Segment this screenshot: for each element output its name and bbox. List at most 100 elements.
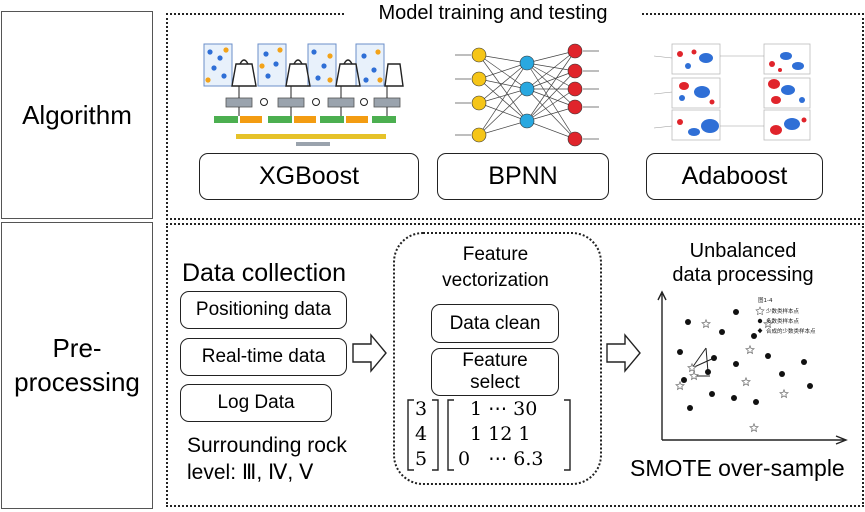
data-collection-title: Data collection bbox=[182, 259, 346, 287]
majority-sample-point bbox=[677, 349, 683, 355]
bpnn-edge bbox=[478, 78, 528, 90]
smote-scatter-plot: 图1-4 少数类样本点 多数类样本点 合成的少数类样本点 bbox=[657, 290, 848, 445]
bpnn-edge bbox=[526, 70, 576, 122]
preprocessing-section-box: Pre- processing bbox=[1, 222, 153, 509]
xgb-bags bbox=[231, 59, 404, 87]
star-marker-icon bbox=[755, 306, 765, 316]
majority-sample-point bbox=[731, 395, 737, 401]
arrow-right-icon bbox=[606, 333, 641, 373]
adaboost-box: Adaboost bbox=[646, 153, 823, 200]
bpnn-edge bbox=[478, 62, 528, 136]
positioning-data-label: Positioning data bbox=[195, 299, 332, 320]
synthesis-line bbox=[691, 347, 707, 369]
majority-sample-point bbox=[685, 319, 691, 325]
bpnn-hidden-node bbox=[519, 81, 535, 97]
bpnn-edge bbox=[478, 88, 528, 104]
preprocessing-label-line1: Pre- bbox=[52, 333, 102, 363]
minority-sample-point bbox=[763, 318, 773, 329]
majority-sample-point bbox=[807, 383, 813, 389]
surrounding-rock-line1: Surrounding rock bbox=[187, 434, 347, 457]
feature-matrix-row: 1 12 1 bbox=[470, 423, 531, 445]
bpnn-edge bbox=[526, 62, 576, 108]
preprocessing-label-line2: processing bbox=[14, 367, 140, 397]
bpnn-edge bbox=[478, 78, 528, 122]
bpnn-edge bbox=[526, 50, 576, 90]
minority-sample-point bbox=[779, 388, 789, 399]
feature-matrix-row: 0 ⋯ 6.3 bbox=[458, 448, 544, 470]
xgboost-illustration bbox=[203, 43, 404, 146]
minority-sample-point bbox=[741, 376, 751, 387]
majority-sample-point bbox=[719, 329, 725, 335]
bpnn-edge bbox=[526, 62, 576, 72]
bpnn-box: BPNN bbox=[437, 153, 609, 200]
feature-matrix-row: 1 ⋯ 30 bbox=[470, 398, 538, 420]
feature-vectorization-title-line2: vectorization bbox=[442, 270, 549, 291]
bpnn-hidden-node bbox=[519, 55, 535, 71]
data-clean-box: Data clean bbox=[431, 304, 559, 343]
majority-sample-point bbox=[711, 355, 717, 361]
bpnn-edge bbox=[478, 54, 528, 64]
realtime-data-label: Real-time data bbox=[201, 346, 326, 367]
label-vector-row: 3 bbox=[415, 398, 428, 420]
smote-legend-item: 少数类样本点 bbox=[766, 307, 800, 315]
bpnn-output-node bbox=[567, 63, 583, 79]
realtime-data-box: Real-time data bbox=[180, 338, 347, 376]
bpnn-edge bbox=[526, 88, 576, 122]
smote-label: SMOTE over-sample bbox=[630, 455, 845, 481]
feature-select-label-line1: Feature bbox=[462, 350, 528, 371]
preprocessing-box bbox=[166, 223, 864, 507]
smote-legend-item: 合成的少数类样本点 bbox=[766, 327, 816, 335]
bpnn-output-node bbox=[567, 131, 583, 147]
bpnn-edge bbox=[478, 62, 528, 80]
feature-select-box: Feature select bbox=[431, 348, 559, 396]
log-data-label: Log Data bbox=[217, 392, 295, 413]
majority-sample-point bbox=[779, 371, 785, 377]
bpnn-edge bbox=[478, 88, 528, 136]
bpnn-edge bbox=[526, 62, 576, 140]
majority-sample-point bbox=[751, 333, 757, 339]
positioning-data-box: Positioning data bbox=[180, 291, 347, 329]
xgb-sample-panels bbox=[203, 43, 385, 87]
arrow-right-icon bbox=[352, 333, 387, 373]
dot-marker-icon bbox=[757, 318, 763, 324]
label-vector-row: 4 bbox=[415, 423, 428, 445]
bpnn-edge bbox=[526, 106, 576, 122]
bpnn-edge bbox=[526, 50, 576, 122]
unbalanced-title-line2: data processing bbox=[672, 264, 814, 286]
bpnn-hidden-node bbox=[519, 113, 535, 129]
algorithm-section-box: Algorithm bbox=[1, 11, 153, 219]
algorithm-label: Algorithm bbox=[22, 100, 132, 130]
model-training-title-bg bbox=[346, 0, 640, 24]
minority-sample-point bbox=[745, 344, 755, 355]
bpnn-edge bbox=[526, 70, 576, 90]
bpnn-input-node bbox=[471, 47, 487, 63]
bpnn-edge bbox=[526, 50, 576, 64]
feature-vectorization-box bbox=[393, 232, 602, 485]
bpnn-output-node bbox=[567, 43, 583, 59]
minority-sample-point bbox=[687, 362, 697, 373]
bpnn-output-node bbox=[567, 81, 583, 97]
unbalanced-title-line1: Unbalanced bbox=[689, 240, 797, 262]
majority-sample-point bbox=[705, 369, 711, 375]
model-training-title: Model training and testing bbox=[378, 2, 608, 24]
bpnn-output-node bbox=[567, 99, 583, 115]
bpnn-edge bbox=[526, 62, 576, 90]
smote-legend: 图1-4 少数类样本点 多数类样本点 合成的少数类样本点 bbox=[758, 296, 816, 335]
smote-legend-markers bbox=[755, 306, 765, 334]
minority-sample-point bbox=[749, 422, 759, 433]
bpnn-edge bbox=[478, 54, 528, 90]
surrounding-rock-line2: level: Ⅲ, Ⅳ, Ⅴ bbox=[187, 461, 314, 484]
majority-sample-point bbox=[733, 309, 739, 315]
matrix-brackets bbox=[407, 399, 571, 471]
majority-sample-point bbox=[687, 405, 693, 411]
bpnn-input-node bbox=[471, 95, 487, 111]
feature-vectorization-title-line1: Feature bbox=[462, 244, 529, 265]
majority-sample-point bbox=[733, 361, 739, 367]
bpnn-edge bbox=[478, 62, 528, 104]
xgboost-box: XGBoost bbox=[199, 153, 419, 200]
adaboost-illustration bbox=[653, 43, 811, 141]
bpnn-illustration bbox=[455, 43, 599, 147]
bpnn-edge bbox=[526, 120, 576, 140]
majority-sample-point bbox=[681, 377, 687, 383]
adaboost-label: Adaboost bbox=[681, 162, 788, 190]
